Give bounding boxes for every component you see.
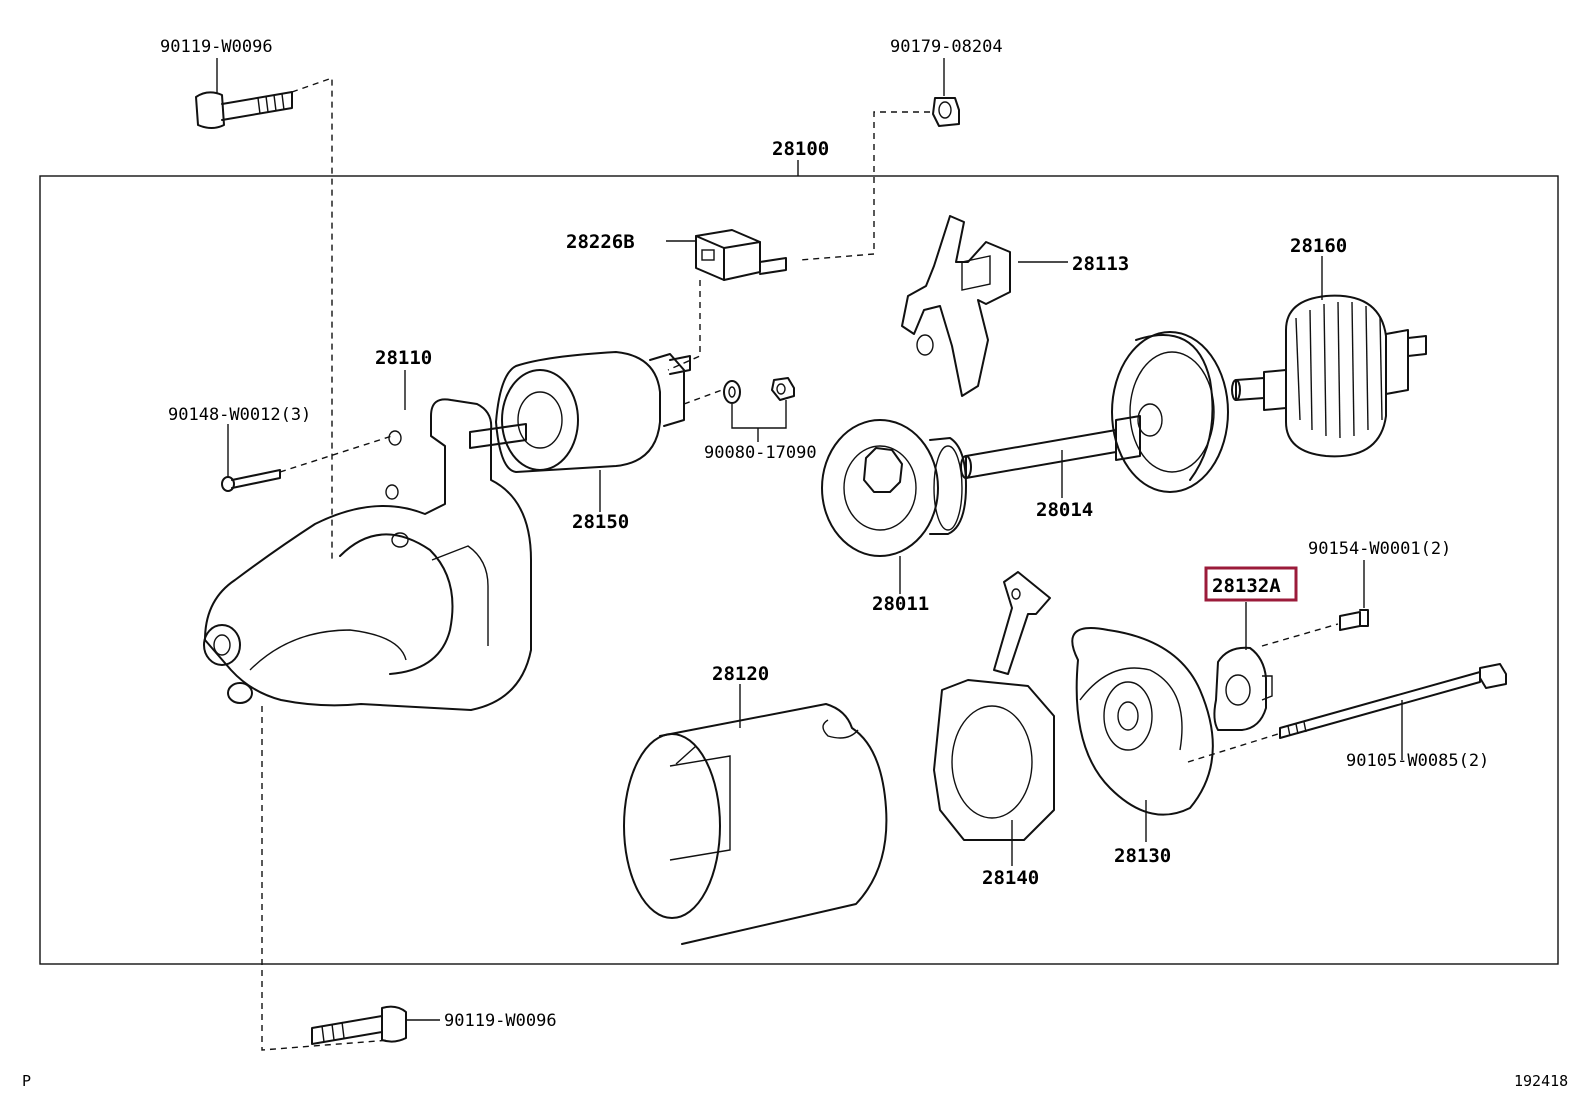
- nut-90179: [932, 97, 960, 127]
- label-28140[interactable]: 28140: [982, 867, 1039, 889]
- label-28120[interactable]: 28120: [712, 663, 769, 685]
- label-28113[interactable]: 28113: [1072, 253, 1129, 275]
- label-28226b[interactable]: 28226B: [566, 231, 635, 253]
- assembly-frame: [39, 175, 1559, 965]
- screw-90154: [1339, 609, 1369, 631]
- through-bolt-90105: [1279, 663, 1507, 739]
- cover-28132a: [1213, 646, 1273, 731]
- label-90148[interactable]: 90148-W0012(3): [168, 405, 311, 425]
- label-90080[interactable]: 90080-17090: [704, 443, 817, 463]
- label-28160[interactable]: 28160: [1290, 235, 1347, 257]
- label-90119-top[interactable]: 90119-W0096: [160, 37, 273, 57]
- highlight-box-28132a: [1204, 566, 1298, 602]
- label-28110[interactable]: 28110: [375, 347, 432, 369]
- label-assembly-28100[interactable]: 28100: [772, 138, 829, 160]
- label-90179[interactable]: 90179-08204: [890, 37, 1003, 57]
- label-28014[interactable]: 28014: [1036, 499, 1093, 521]
- label-90105[interactable]: 90105-W0085(2): [1346, 751, 1489, 771]
- gear-housing: [1111, 331, 1229, 493]
- yoke-28120: [623, 703, 888, 945]
- shaft-28014: [960, 415, 1141, 479]
- label-90119-bottom[interactable]: 90119-W0096: [444, 1011, 557, 1031]
- solenoid-28150: [469, 351, 691, 473]
- connector-28226b: [695, 229, 787, 281]
- bolt-90119-top: [195, 91, 293, 129]
- screw-90148: [221, 469, 281, 492]
- brush-holder-28140: [933, 571, 1055, 841]
- footer-right-code: 192418: [1514, 1072, 1568, 1090]
- label-28011[interactable]: 28011: [872, 593, 929, 615]
- label-90154[interactable]: 90154-W0001(2): [1308, 539, 1451, 559]
- lever-28113: [901, 215, 1011, 397]
- label-28150[interactable]: 28150: [572, 511, 629, 533]
- clutch-28011: [821, 419, 967, 557]
- end-frame-28130: [1071, 627, 1214, 816]
- housing-28110: [203, 398, 532, 711]
- washer-nut-90080: [723, 377, 795, 404]
- footer-left-code: P: [22, 1072, 31, 1090]
- bolt-90119-bottom: [311, 1005, 407, 1045]
- label-28130[interactable]: 28130: [1114, 845, 1171, 867]
- label-28132a[interactable]: 28132A: [1212, 575, 1281, 597]
- armature-28160: [1231, 294, 1427, 458]
